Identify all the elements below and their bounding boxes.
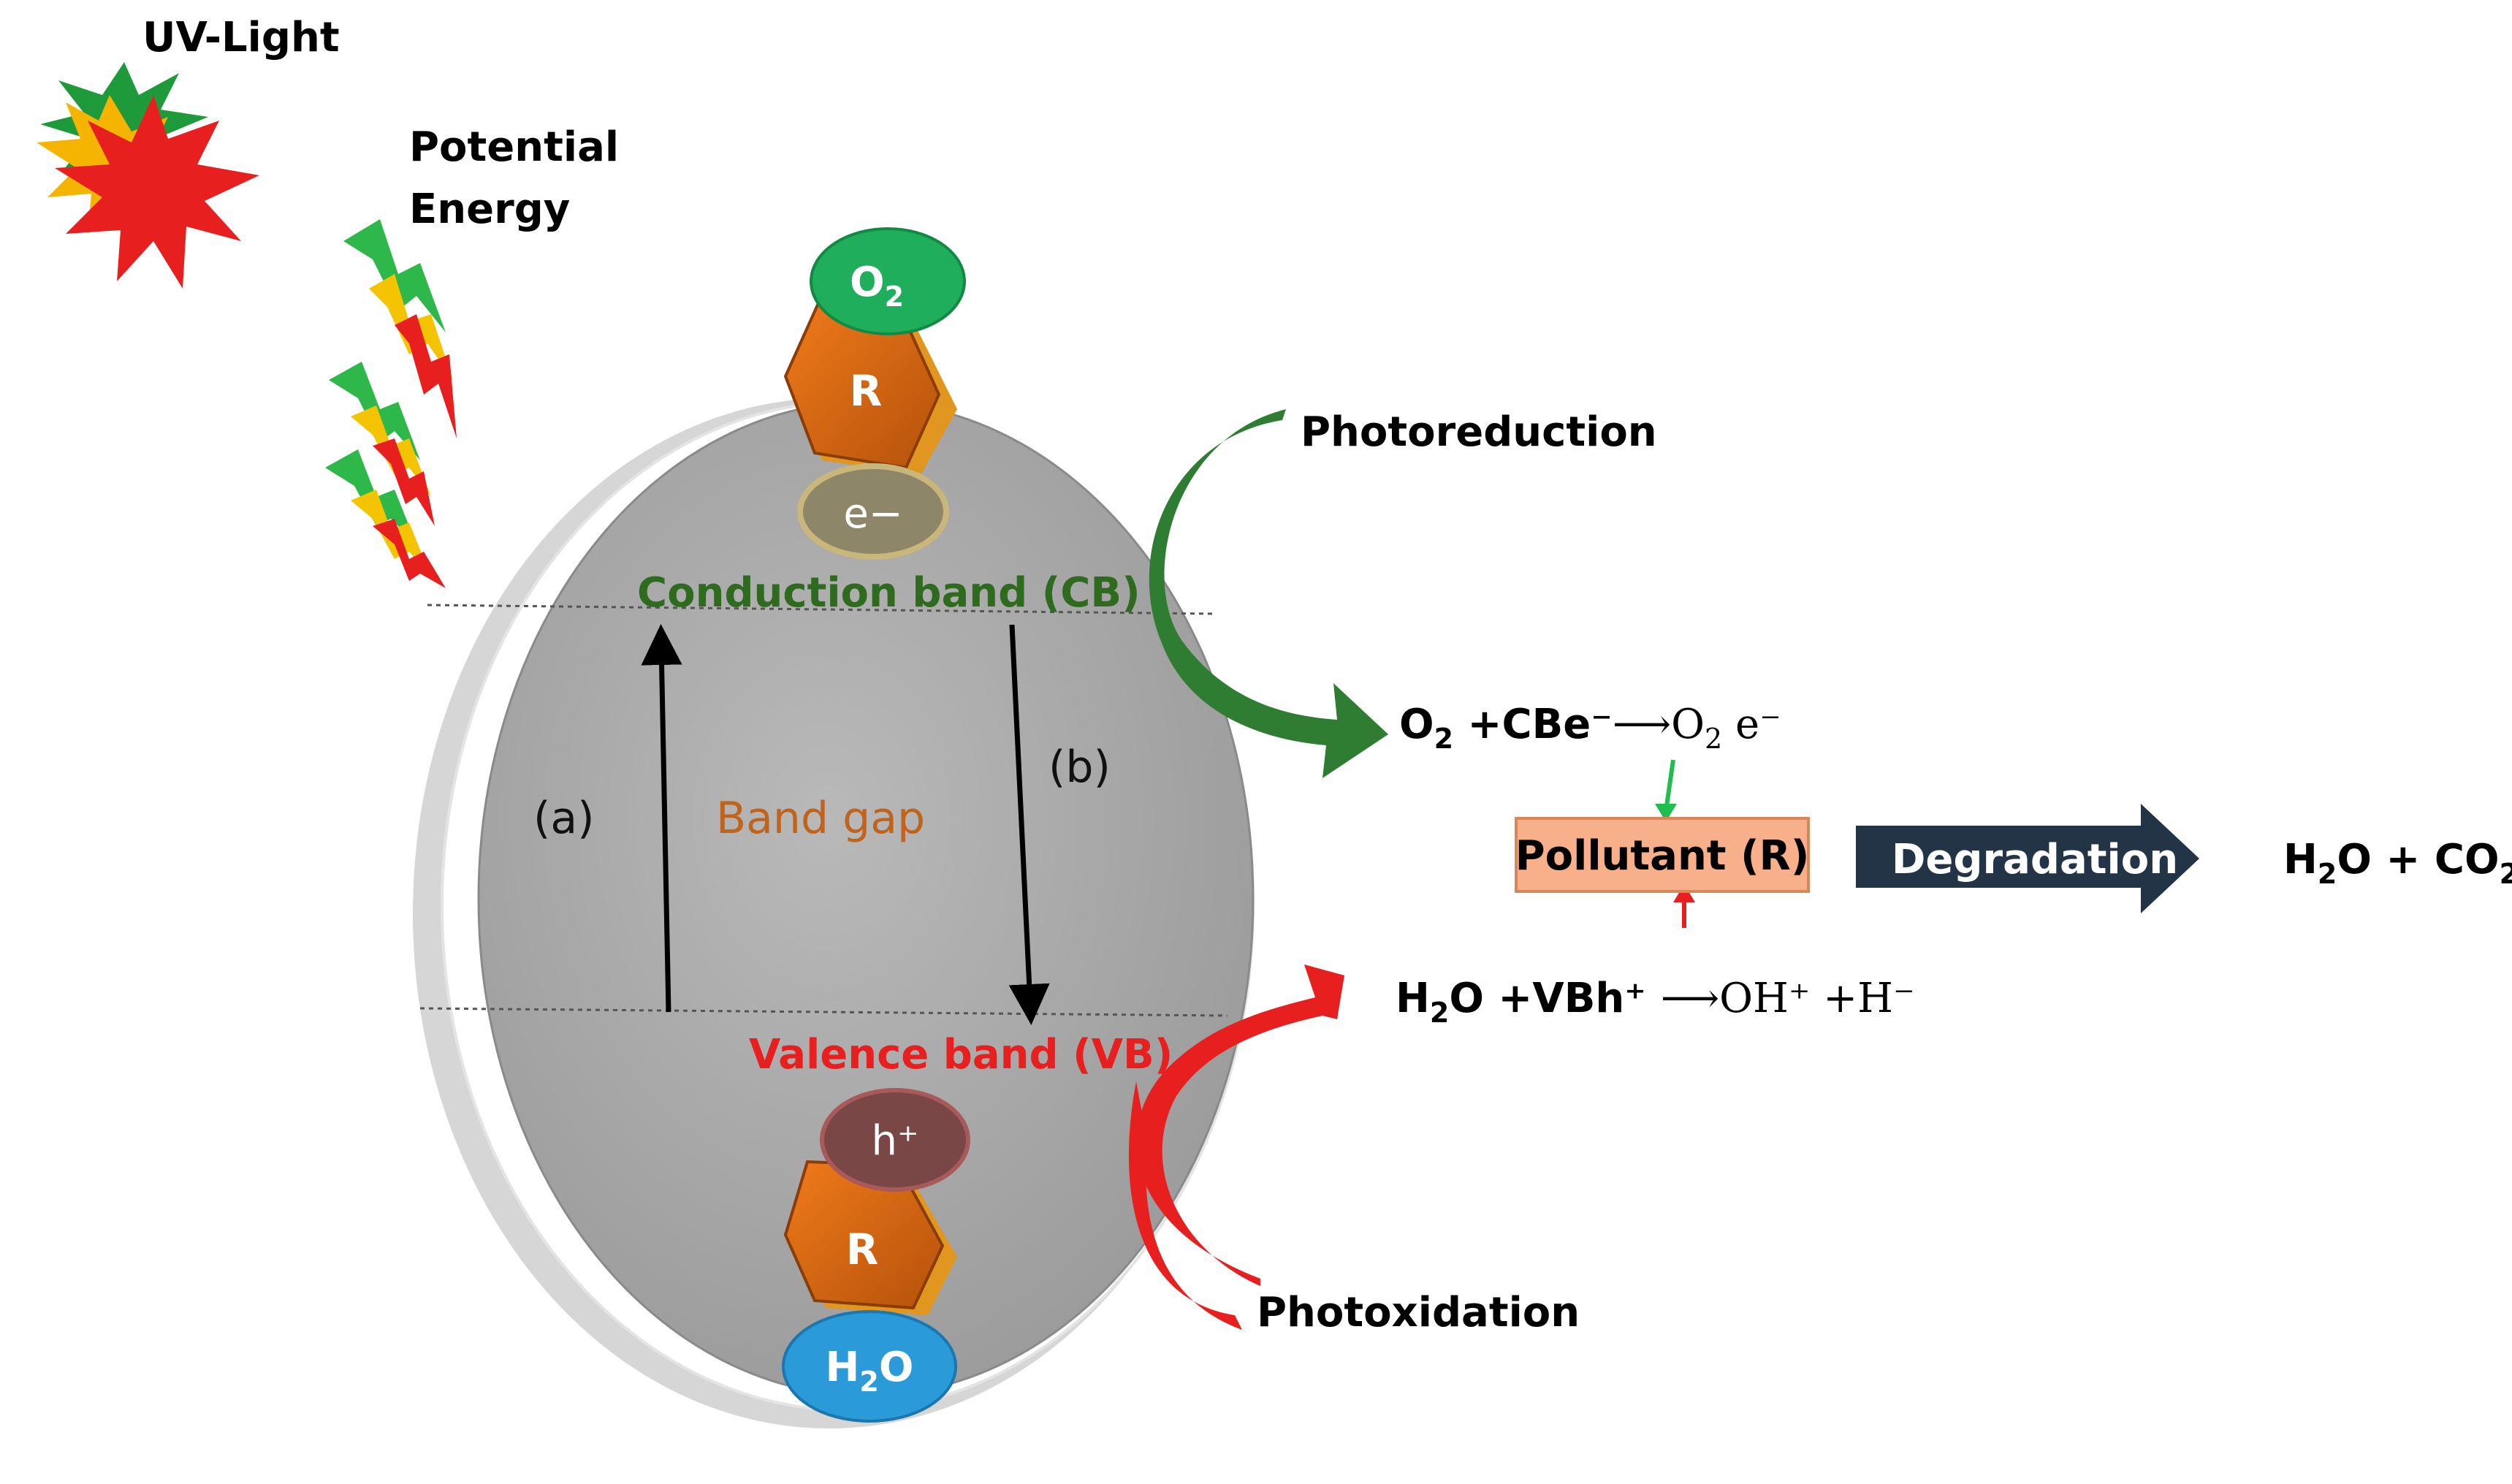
water-subscript: 2	[859, 1366, 878, 1398]
oxidation-to-pollutant-arrowhead	[1673, 884, 1695, 902]
hole-label: h⁺	[871, 1117, 918, 1165]
reduction-equation: O2 +CBe⁻⟶O2 e⁻	[1399, 701, 1781, 755]
label-b: (b)	[1048, 742, 1111, 793]
lightning-bolt-icon	[343, 219, 457, 438]
valence-band-label: Valence band (VB)	[749, 1031, 1173, 1078]
top-ring-label: R	[850, 366, 883, 416]
hole-bubble: h⁺	[820, 1088, 970, 1192]
uv-light-starburst-icon	[37, 62, 259, 289]
photoreduction-arrow	[1149, 409, 1388, 778]
electron-label: e−	[843, 490, 902, 538]
lightning-bolt-icon	[325, 449, 446, 588]
electron-bubble: e−	[797, 463, 949, 560]
oxidation-equation: H2O +VBh⁺⟶OH⁺ +H⁻	[1396, 975, 1915, 1029]
degradation-arrow: Degradation	[1856, 804, 2199, 913]
potential-energy-label-line2: Energy	[409, 186, 570, 233]
pollutant-box: Pollutant (R)	[1515, 817, 1810, 893]
water-label-o: O	[879, 1344, 914, 1391]
oxygen-subscript: 2	[885, 281, 904, 313]
water-label-h: H	[826, 1344, 860, 1391]
photoxidation-label: Photoxidation	[1257, 1289, 1580, 1336]
potential-energy-label-line1: Potential	[409, 123, 619, 171]
water-bubble: H2O	[782, 1310, 957, 1423]
excitation-arrow-a	[641, 624, 682, 1013]
bottom-ring-r: R	[783, 1160, 957, 1315]
oxygen-label: O	[850, 259, 885, 306]
bottom-ring-label: R	[846, 1225, 879, 1274]
band-gap-label: Band gap	[716, 793, 925, 844]
recombination-arrow-b	[1008, 624, 1050, 1025]
pollutant-label: Pollutant (R)	[1515, 832, 1810, 880]
uv-light-label: UV-Light	[142, 14, 340, 61]
oxygen-bubble: O2	[810, 227, 966, 335]
reduction-to-pollutant-arrowhead	[1655, 804, 1677, 822]
photoreduction-label: Photoreduction	[1301, 408, 1657, 456]
reduction-to-pollutant-arrow	[1664, 759, 1675, 812]
svg-text:H2O: H2O	[826, 1344, 914, 1398]
products-label: H2O + CO2	[2283, 836, 2512, 890]
svg-text:O2: O2	[850, 259, 904, 313]
valence-band-line	[419, 1007, 1228, 1017]
label-a: (a)	[533, 793, 595, 844]
photoxidation-arrow	[1128, 964, 1344, 1330]
conduction-band-label: Conduction band (CB)	[637, 569, 1141, 617]
degradation-label: Degradation	[1892, 836, 2178, 883]
lightning-bolt-icon	[329, 362, 435, 526]
